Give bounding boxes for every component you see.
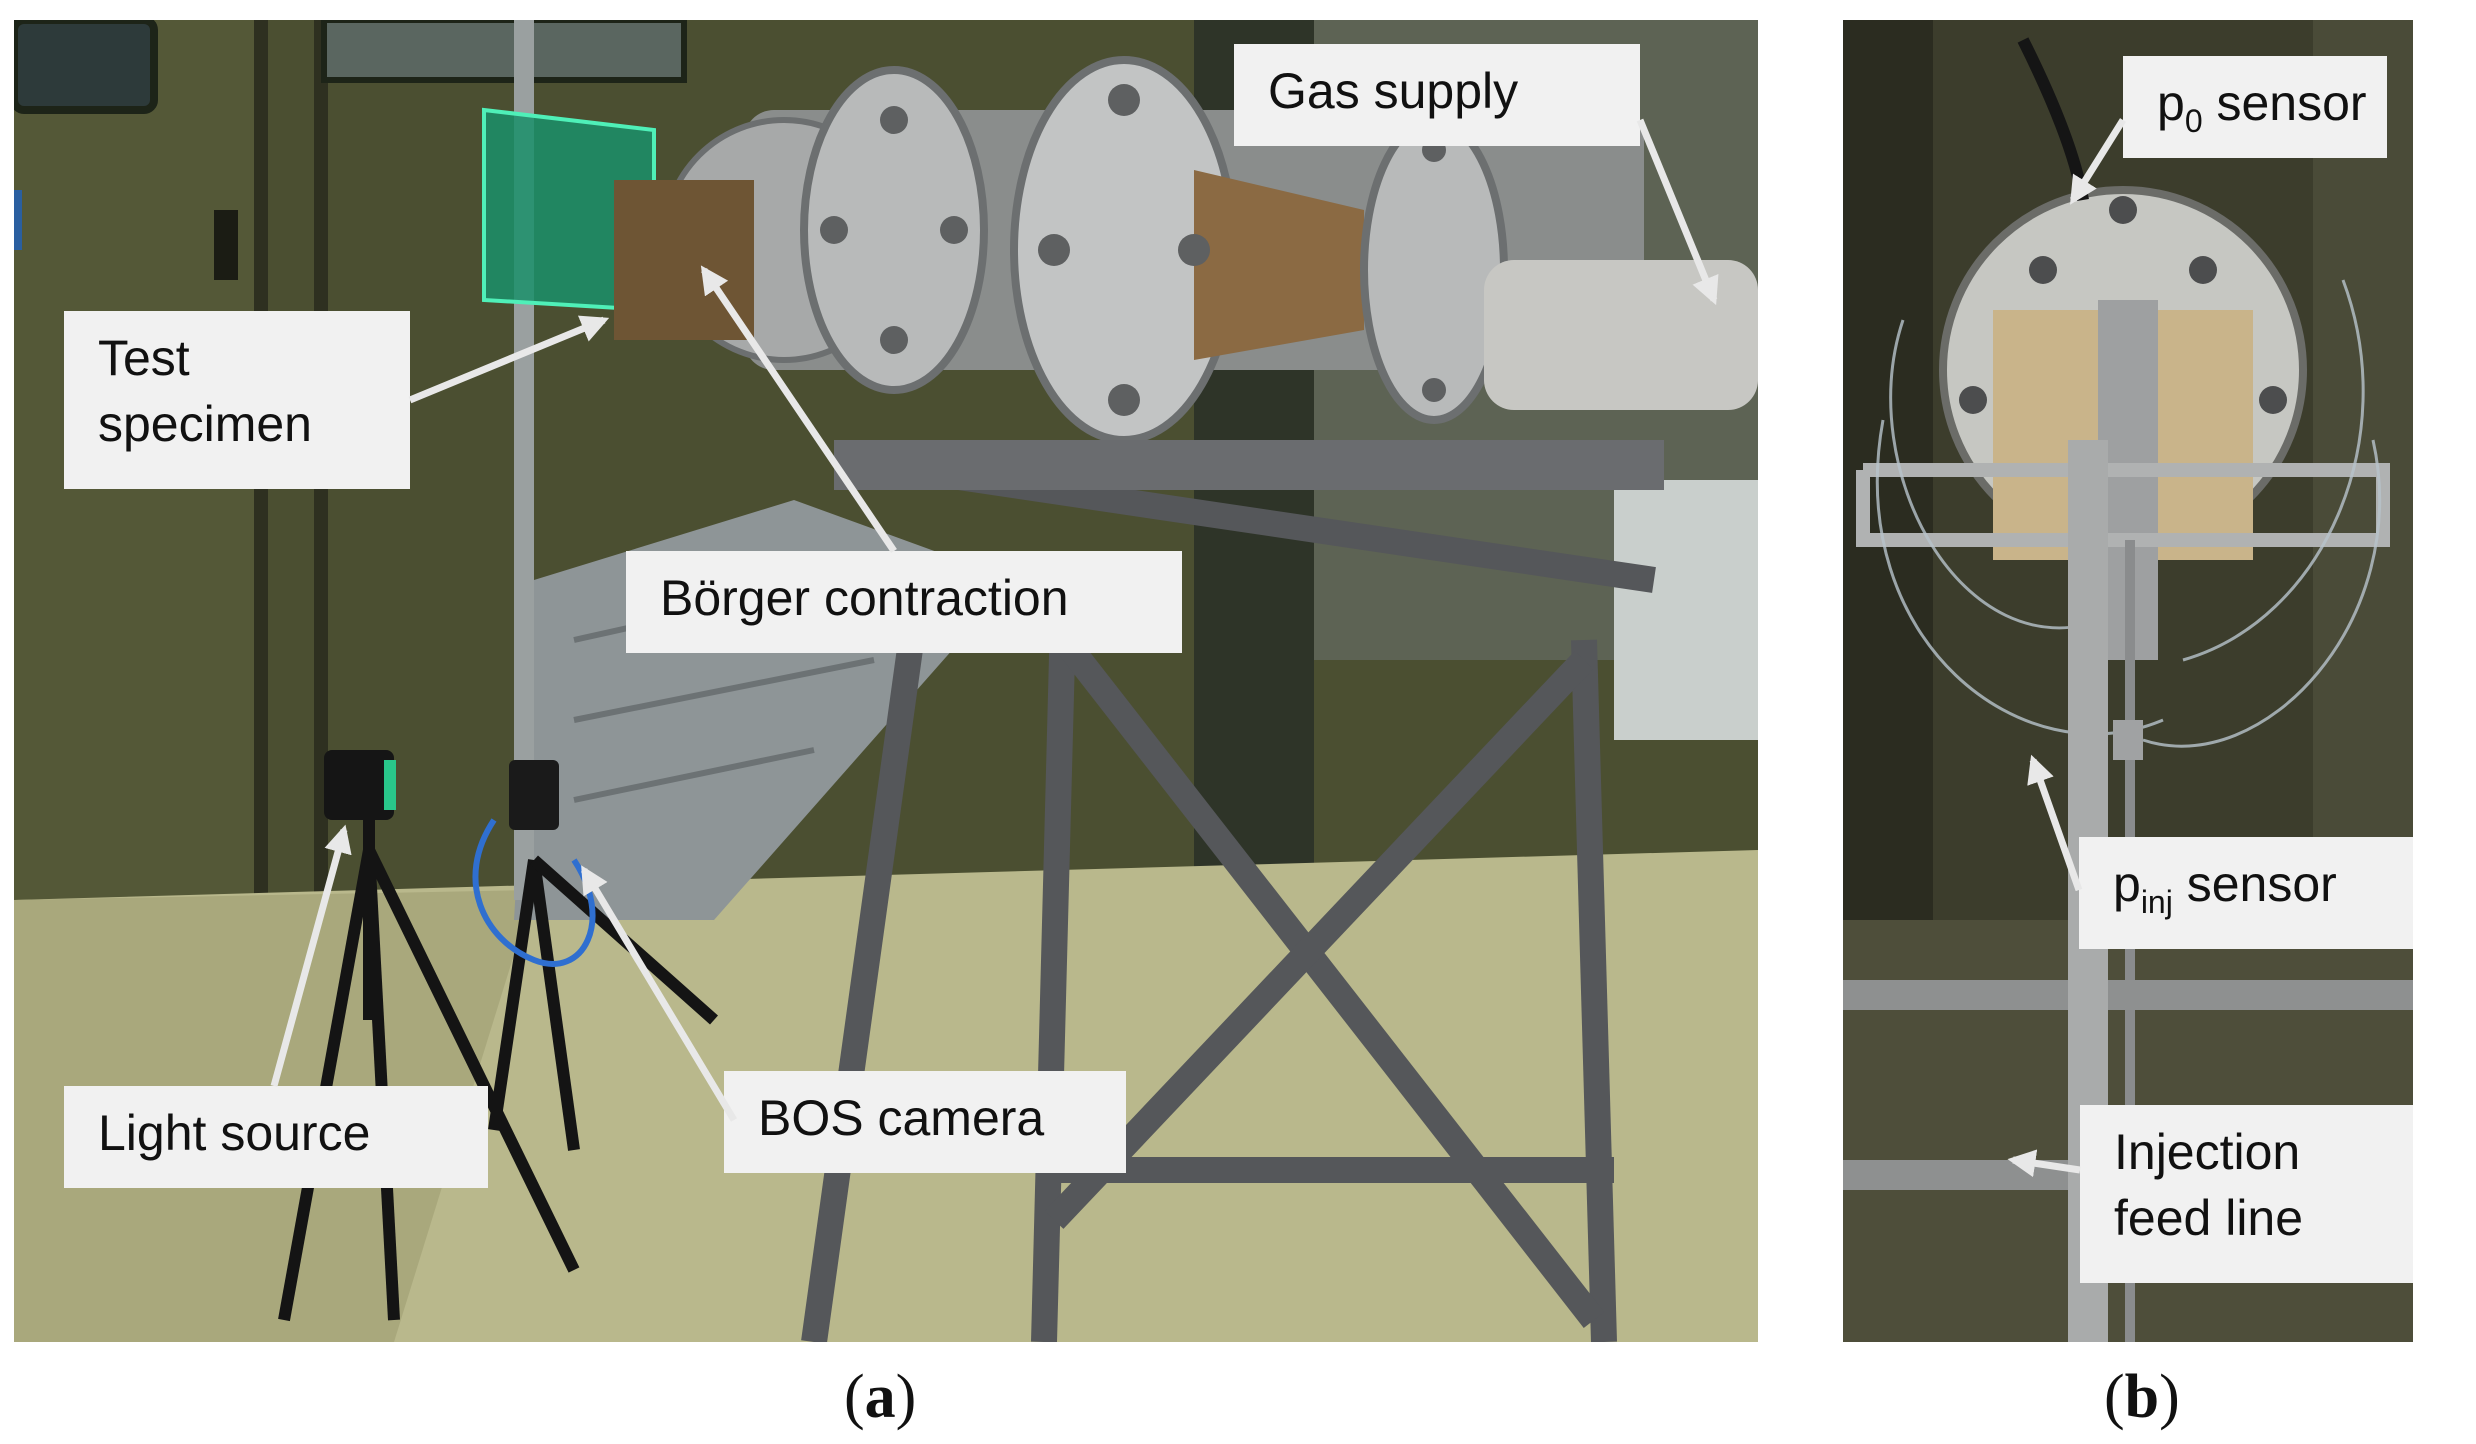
gas-supply-label: Gas supply [1234,44,1640,146]
test-specimen-text-line1: Test [98,330,190,386]
light-source-text: Light source [98,1105,371,1161]
caption-a-close-paren: ) [895,1363,917,1431]
p0-sensor-rest: sensor [2202,75,2367,131]
borger-contraction-label: Börger contraction [626,551,1182,653]
bos-camera-label: BOS camera [724,1071,1126,1173]
caption-a-letter: a [864,1363,896,1431]
pinj-sensor-p: p [2113,856,2141,912]
pinj-sensor-label: pinj sensor [2079,837,2413,949]
gas-supply-text: Gas supply [1268,63,1519,119]
caption-b-letter: b [2124,1363,2160,1431]
p0-sensor-p: p [2157,75,2185,131]
p0-sensor-label: p0 sensor [2123,56,2387,158]
light-source-label: Light source [64,1086,488,1188]
caption-b-open-paren: ( [2104,1363,2125,1431]
caption-b: (b) [2104,1362,2180,1433]
injection-feed-line-text-line2: feed line [2114,1190,2304,1246]
pinj-sensor-rest: sensor [2172,856,2337,912]
bos-camera-text: BOS camera [758,1090,1045,1146]
injection-feed-line-text-line1: Injection [2114,1124,2301,1180]
caption-a-open-paren: ( [844,1363,865,1431]
pinj-sensor-subscript: inj [2140,884,2173,920]
photo-a-illustration [14,20,1758,1342]
caption-b-close-paren: ) [2159,1363,2180,1431]
photo-panel-b: p0 sensor pinj sensor Injection feed lin… [1843,20,2413,1342]
borger-contraction-text: Börger contraction [660,570,1069,626]
photo-panel-a: Gas supply Test specimen Börger contract… [14,20,1758,1342]
test-specimen-label: Test specimen [64,311,410,489]
p0-sensor-subscript: 0 [2184,103,2203,139]
test-specimen-text-line2: specimen [98,396,312,452]
caption-a: (a) [844,1362,916,1433]
injection-feed-line-label: Injection feed line [2080,1105,2413,1283]
